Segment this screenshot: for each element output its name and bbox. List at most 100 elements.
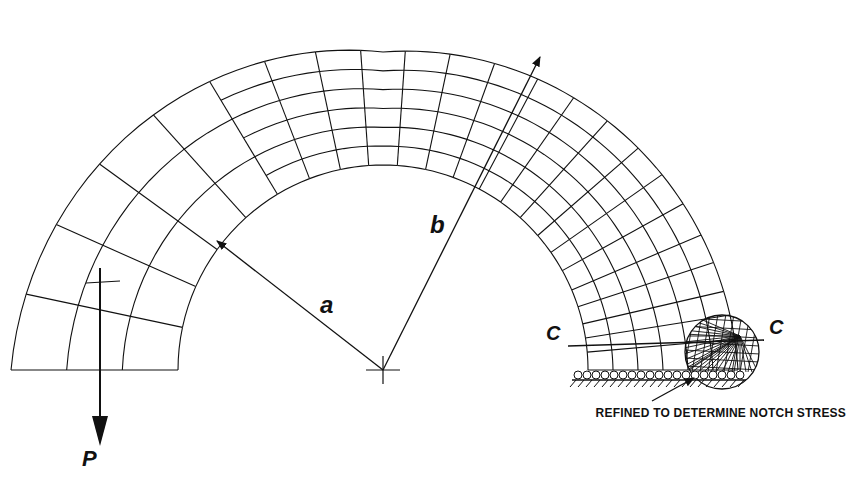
mesh-line [578, 153, 604, 177]
mesh-line [538, 236, 551, 253]
mesh-line [606, 318, 609, 334]
mesh-line [499, 152, 525, 167]
mesh-line [518, 116, 549, 133]
mesh-line [310, 169, 341, 178]
mesh-line [400, 127, 434, 131]
ground-hatch [594, 380, 600, 387]
roller [691, 371, 699, 379]
refinement-circle [685, 315, 759, 389]
mesh-line [122, 316, 130, 370]
mesh-line [551, 252, 562, 270]
mesh-line [446, 73, 488, 82]
mesh-line [295, 130, 333, 139]
radius-line [217, 241, 383, 370]
mesh-line [569, 239, 582, 259]
mesh-line [653, 308, 658, 327]
mesh-line [488, 82, 528, 97]
mesh-line [605, 177, 625, 200]
roller [709, 371, 717, 379]
mesh-line [56, 225, 195, 287]
mesh-line [607, 121, 638, 148]
mesh-line [336, 146, 367, 150]
mesh-line [588, 192, 607, 214]
ground-hatch [586, 380, 592, 387]
mesh-line [623, 292, 630, 313]
mesh-line [612, 350, 613, 370]
roller [718, 371, 726, 379]
ground-hatch [570, 380, 576, 387]
roller [700, 371, 708, 379]
mesh-line [562, 271, 571, 290]
mesh-line [450, 54, 494, 63]
mesh-line [732, 314, 742, 372]
section-label: C [544, 322, 562, 344]
mesh-line [221, 81, 272, 100]
mesh-line [210, 81, 278, 194]
leader-line [652, 378, 694, 401]
mesh-line [538, 148, 638, 235]
mesh-line [26, 225, 56, 295]
mesh-line [430, 150, 460, 158]
mesh-line [714, 263, 724, 292]
mesh-line [661, 346, 663, 370]
mesh-line [680, 244, 691, 270]
mesh-line [474, 120, 509, 134]
load-point-mark [86, 281, 120, 283]
mesh-line [438, 112, 474, 121]
roller [655, 371, 663, 379]
mesh-line [501, 202, 521, 218]
mesh-line [587, 352, 589, 370]
mesh-line [232, 100, 279, 119]
mesh-line [401, 108, 438, 111]
mesh-line [716, 314, 726, 372]
mesh-line [525, 167, 549, 185]
mesh-line [636, 262, 645, 284]
mesh-line [369, 164, 398, 166]
mesh-line [153, 115, 245, 218]
mesh-line [583, 324, 586, 338]
mesh-line [662, 175, 683, 204]
roller [664, 371, 672, 379]
mesh-line [588, 226, 603, 248]
mesh-line [215, 157, 255, 184]
mesh-line [724, 291, 730, 315]
mesh-line [315, 50, 360, 52]
mesh-line [724, 314, 734, 372]
mesh-line [277, 179, 309, 195]
mesh-line [549, 133, 578, 154]
mesh-line [340, 165, 368, 169]
mesh-line [366, 127, 400, 128]
mesh-line [361, 50, 406, 52]
mesh-line [701, 235, 714, 263]
roller-supports [570, 371, 746, 387]
mesh-line [578, 263, 714, 307]
mesh-line [554, 221, 569, 240]
mesh-line [684, 358, 760, 362]
mesh-line [528, 97, 562, 115]
mesh-line [11, 294, 26, 370]
roller [637, 371, 645, 379]
mesh-line [302, 150, 336, 159]
ground-hatch [618, 380, 624, 387]
mesh-line [405, 51, 450, 54]
mesh-line [748, 314, 758, 372]
ground-hatch [714, 380, 720, 387]
mesh-line [403, 89, 442, 92]
mesh-line [434, 131, 467, 139]
mesh-line [538, 79, 574, 98]
mesh-line [606, 214, 622, 238]
mesh-line [621, 163, 643, 188]
roller [592, 371, 600, 379]
mesh-line [549, 185, 571, 206]
mesh-line [363, 88, 402, 90]
mesh-line [562, 204, 683, 271]
mesh-line [535, 202, 555, 221]
roller [583, 371, 591, 379]
roller [682, 371, 690, 379]
mesh-line [646, 285, 653, 308]
roller [574, 371, 582, 379]
ground-hatch [658, 380, 664, 387]
mesh-line [184, 119, 232, 149]
mesh-line [684, 334, 760, 338]
mesh-line [508, 134, 537, 150]
